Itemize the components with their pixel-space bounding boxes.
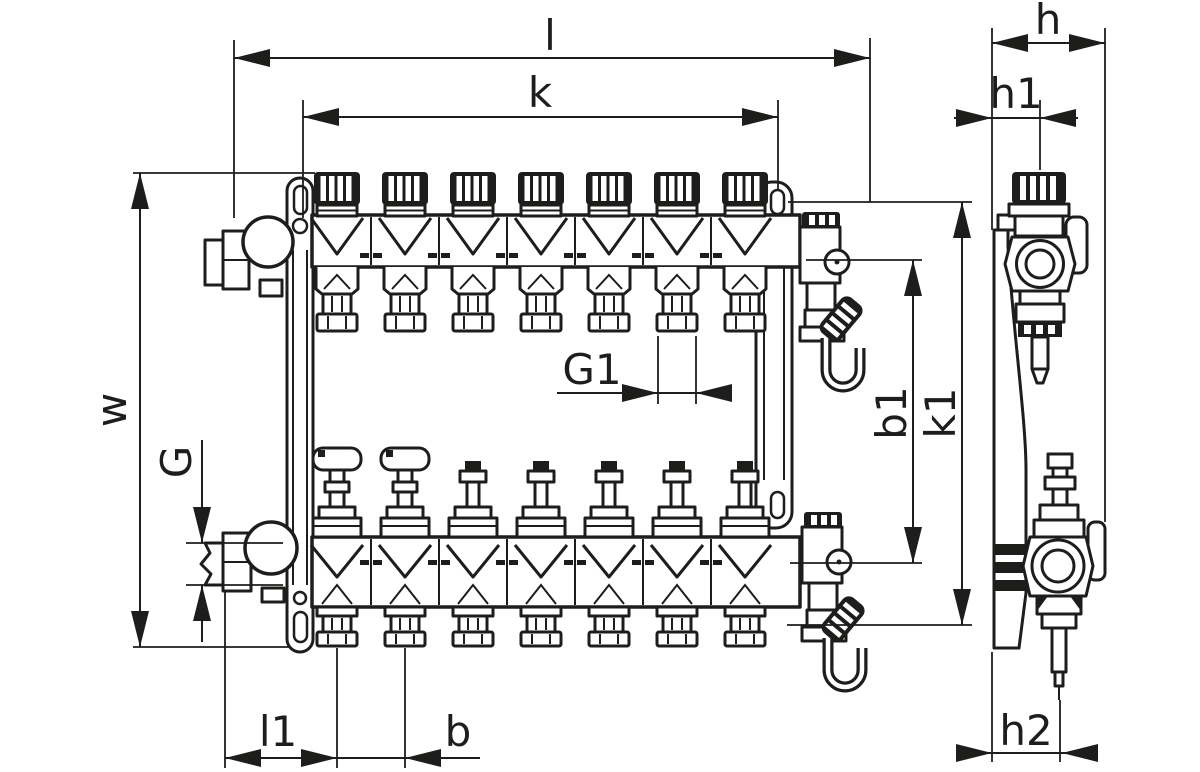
dim-G: G — [152, 440, 283, 642]
side-view-manifold — [992, 172, 1107, 700]
dim-label-G: G — [152, 446, 201, 479]
flow-manifold-body — [310, 213, 802, 269]
dim-label-k1: k1 — [916, 387, 965, 438]
dim-label-G1: G1 — [562, 345, 621, 394]
dim-l1: l1 — [224, 592, 480, 768]
inlet-ball-valve-bottom — [199, 520, 299, 604]
side-top-assembly — [996, 172, 1089, 385]
spindle-valve — [594, 459, 624, 509]
dim-label-h: h — [1035, 0, 1062, 44]
manifold-section-joints — [360, 217, 722, 605]
dim-label-b: b — [445, 707, 472, 756]
t-handle-valve — [311, 446, 363, 509]
t-handle-valve — [379, 446, 431, 509]
drain-valve-top — [800, 212, 866, 387]
dim-b: b — [404, 648, 472, 768]
spindle-valve — [730, 459, 760, 509]
dim-h: h — [991, 0, 1106, 522]
dim-w: w — [87, 172, 315, 648]
dim-label-l: l — [544, 11, 556, 60]
dim-label-l1: l1 — [259, 707, 297, 756]
spindle-valve — [662, 459, 692, 509]
dim-label-h1: h1 — [989, 69, 1042, 118]
spindle-valve — [458, 459, 488, 509]
dim-label-w: w — [87, 393, 136, 427]
inlet-ball-valve-top — [203, 215, 295, 298]
side-bottom-assembly — [1021, 452, 1107, 700]
dim-G1: G1 — [557, 336, 732, 404]
dim-k: k — [302, 68, 779, 218]
dim-label-k: k — [528, 68, 553, 117]
front-view-manifold — [199, 172, 868, 687]
dim-l: l — [233, 11, 871, 218]
spindle-valve — [526, 459, 556, 509]
dim-k1: k1 — [787, 201, 972, 626]
drain-valve-bottom — [802, 512, 868, 687]
dim-label-b1: b1 — [867, 386, 916, 439]
dim-h1: h1 — [954, 69, 1078, 170]
dim-h2: h2 — [956, 652, 1098, 762]
dim-label-h2: h2 — [999, 706, 1052, 755]
return-manifold-body — [310, 535, 802, 609]
dim-b1: b1 — [790, 259, 922, 564]
